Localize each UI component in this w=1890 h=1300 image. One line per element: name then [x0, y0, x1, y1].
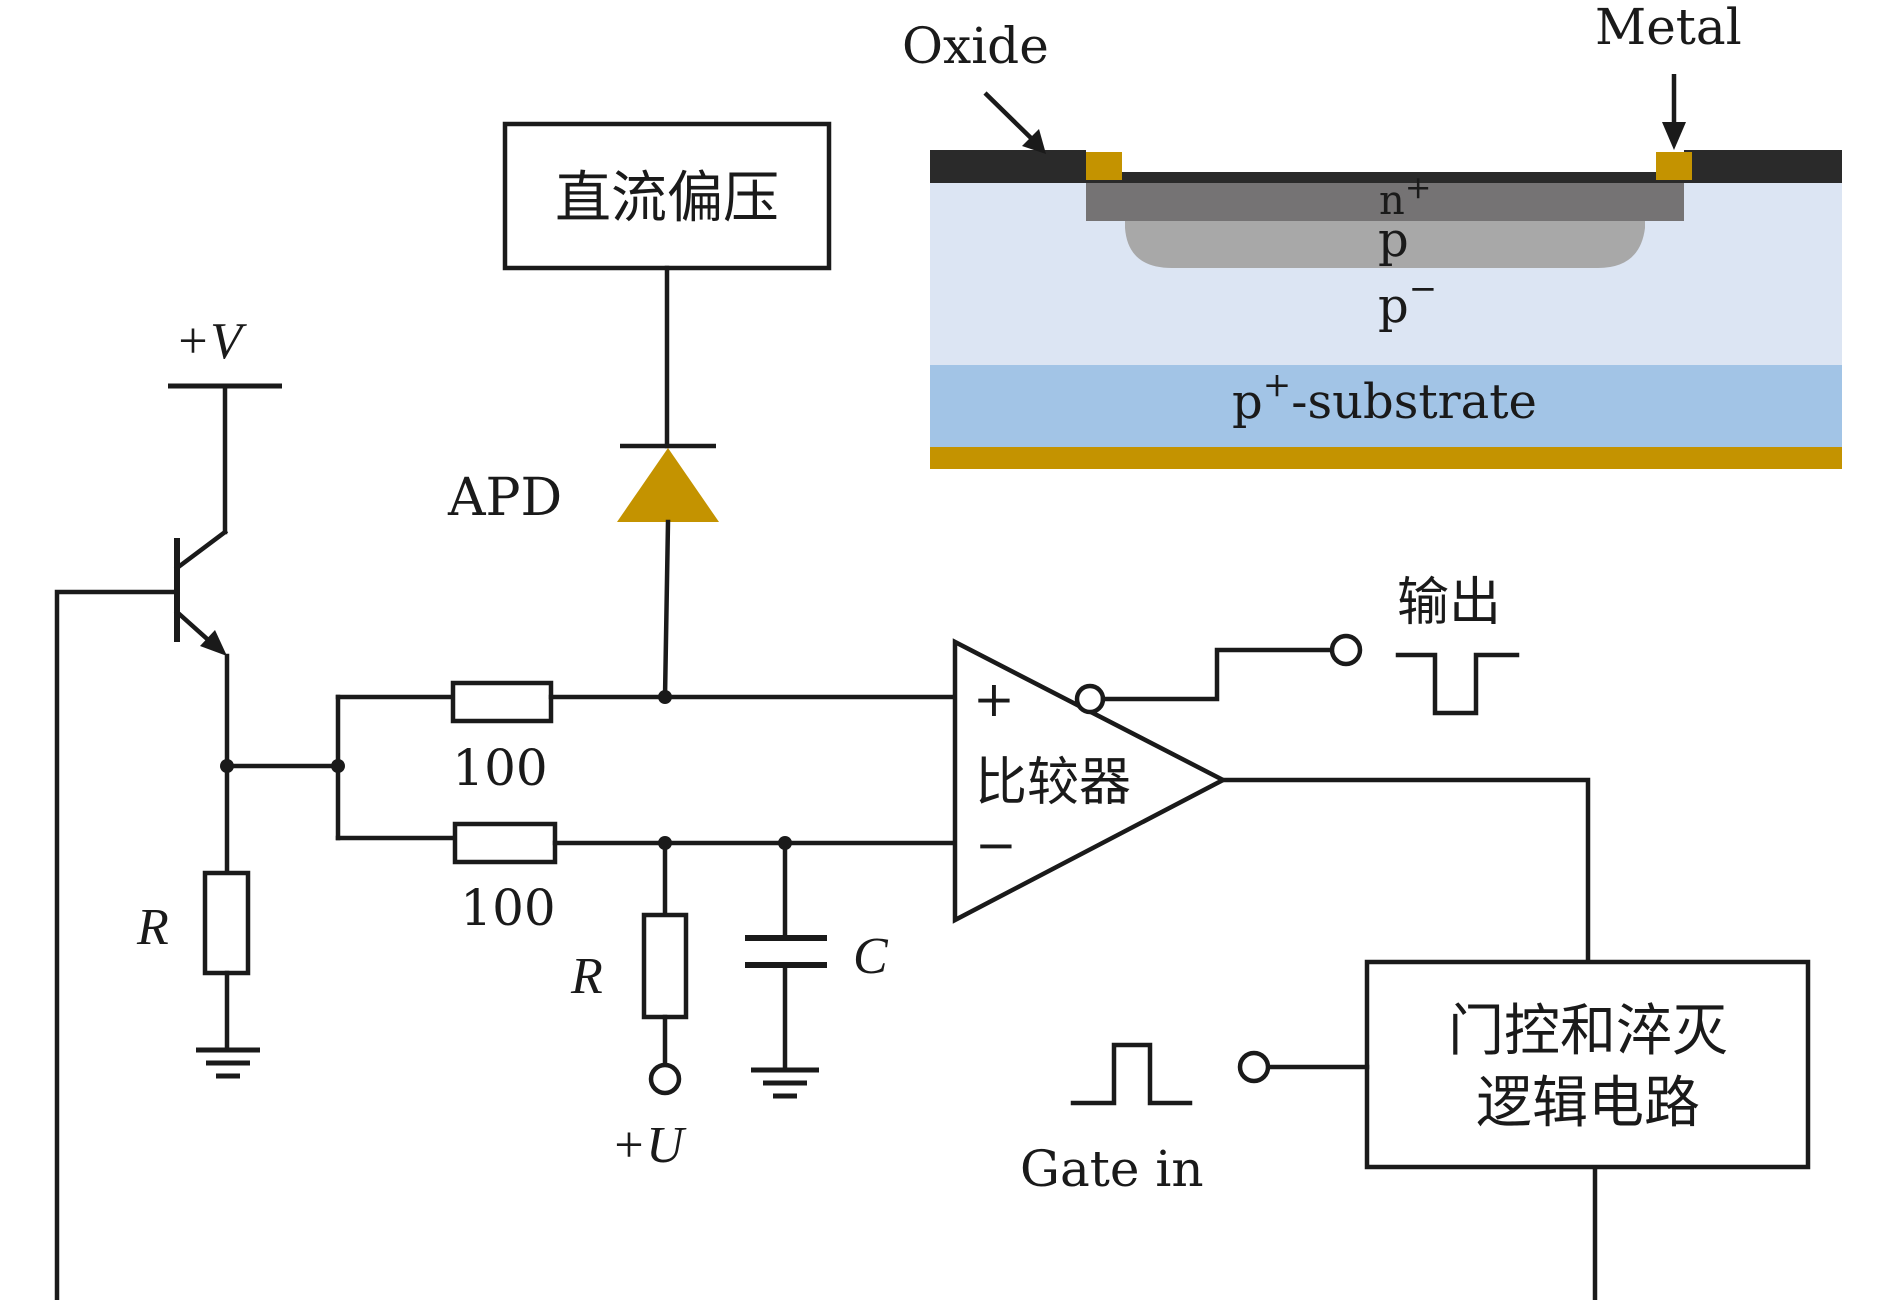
output-label: 输出	[1397, 573, 1501, 633]
r-left-label: R	[136, 899, 169, 956]
metal-contact-left	[1086, 152, 1122, 180]
comparator: + − 比较器	[952, 638, 1228, 924]
n-plus-label: n+	[1379, 168, 1432, 224]
dc-bias-box	[502, 121, 832, 271]
apd-label: APD	[447, 468, 562, 528]
dc-bias-source: 直流偏压	[502, 121, 832, 271]
apd-cross-section: Oxide Metal n+ p p− p+-substrate	[902, 0, 1842, 469]
n-plus-region	[1086, 183, 1684, 221]
output-pulse-icon	[1395, 652, 1520, 716]
resistor-100-bottom	[452, 821, 558, 865]
transistor	[173, 528, 229, 656]
gate-quench-logic: 门控和淬灭 逻辑电路	[1364, 959, 1811, 1170]
gate-in-pulse-icon	[1070, 1042, 1193, 1106]
junction-dot-apd	[658, 690, 672, 704]
metal-contact-right	[1656, 152, 1692, 180]
res-100-top-label: 100	[452, 739, 547, 797]
r-mid-label: R	[570, 948, 603, 1005]
substrate-layer	[930, 365, 1842, 447]
wire-comp-to-logic	[1220, 777, 1591, 963]
resistor-100-top	[450, 680, 554, 724]
wire-feedback-bottom	[1592, 1164, 1598, 1300]
plus-u-label: +U	[611, 1117, 687, 1174]
resistor-r-mid	[641, 912, 689, 1020]
gate-in-label: Gate in	[1020, 1140, 1204, 1198]
comparator-inverting-output	[1074, 683, 1106, 715]
comp-plus-label: +	[973, 670, 1015, 728]
metal-label: Metal	[1595, 0, 1742, 56]
p-region	[1125, 218, 1645, 268]
junction-dot-emitter	[220, 759, 234, 773]
resistor-r-left	[202, 870, 251, 976]
dc-bias-label: 直流偏压	[555, 166, 779, 231]
p-minus-label: p−	[1378, 269, 1437, 334]
ground-icon-left	[196, 1047, 260, 1079]
gate-in-terminal	[1237, 1050, 1271, 1084]
oxide-layer-thin	[1086, 172, 1684, 183]
bottom-metal-contact	[930, 447, 1842, 469]
plus-u-terminal	[648, 1062, 682, 1096]
oxide-layer-left	[930, 150, 1086, 183]
apd-diode: APD	[447, 443, 719, 528]
wire-output	[1100, 647, 1336, 702]
substrate-label: p+-substrate	[1232, 365, 1537, 430]
supply-plus-v: +V	[168, 313, 282, 389]
transistor-collector	[173, 528, 229, 572]
wire-feedback-loop	[54, 589, 180, 1300]
oxide-layer-right	[1684, 150, 1842, 183]
gate-logic-box	[1364, 959, 1811, 1170]
output-terminal	[1329, 633, 1363, 667]
comparator-label: 比较器	[975, 753, 1131, 813]
gate-logic-line1: 门控和淬灭	[1448, 999, 1728, 1064]
wire-apd-to-node	[662, 519, 671, 700]
plus-v-label: +V	[175, 313, 247, 370]
gate-logic-line2: 逻辑电路	[1476, 1071, 1700, 1136]
ground-icon-cap	[751, 1067, 819, 1099]
oxide-arrow-line	[983, 91, 1034, 141]
emitter-arrow-icon	[200, 630, 227, 656]
oxide-arrow-head	[1022, 129, 1046, 154]
cap-c-label: C	[853, 928, 889, 985]
oxide-label: Oxide	[902, 17, 1049, 75]
p-label: p	[1378, 212, 1409, 268]
metal-arrow-head	[1662, 122, 1686, 150]
apd-triangle	[617, 448, 719, 522]
comp-minus-label: −	[975, 816, 1017, 874]
res-100-bottom-label: 100	[460, 879, 555, 937]
junction-dot-split	[331, 759, 345, 773]
